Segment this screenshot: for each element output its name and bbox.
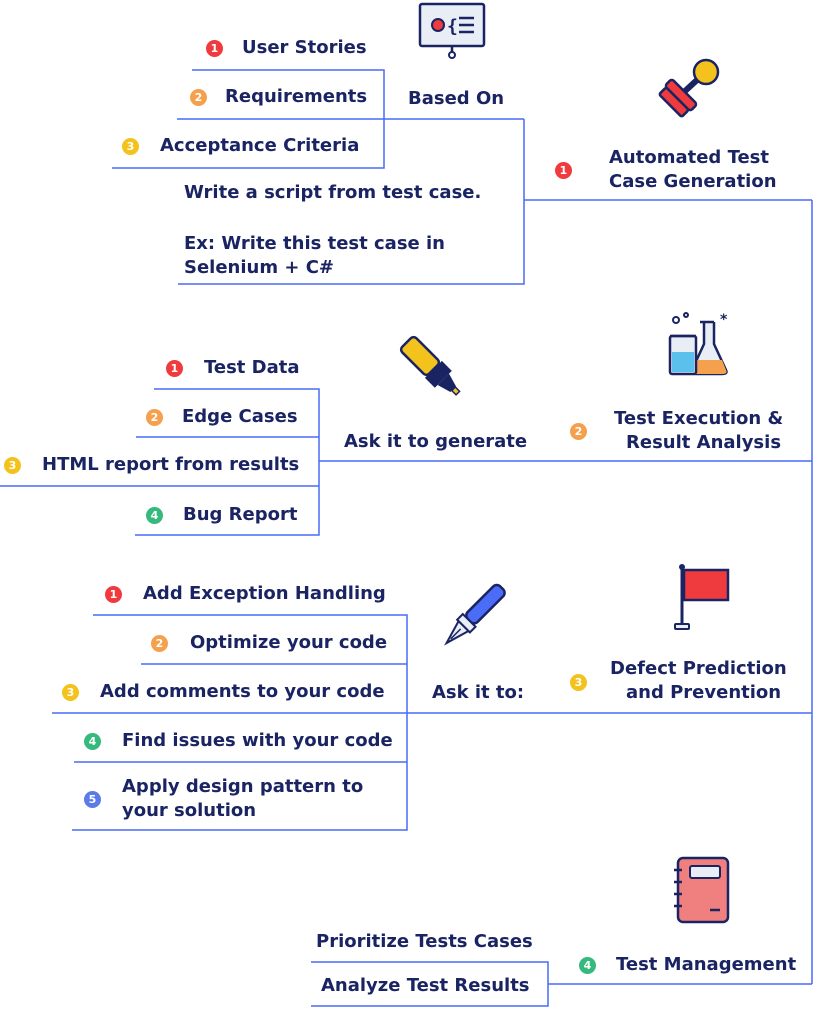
item-number-badge: 2 [151, 635, 168, 652]
note-line3: Selenium + C# [184, 257, 335, 278]
item-number-badge: 1 [166, 360, 183, 377]
item-prioritize-tests: Prioritize Tests Cases [316, 931, 533, 952]
section4-items-bracket [311, 961, 549, 1007]
section-number-badge: 2 [570, 423, 587, 440]
item-design-pattern-line2: your solution [122, 800, 257, 821]
section3-items-bracket [72, 614, 408, 831]
section-title-line2: and Prevention [626, 682, 782, 703]
item-edge-cases: Edge Cases [182, 406, 298, 427]
item-number-badge: 3 [122, 138, 139, 155]
item-design-pattern-line1: Apply design pattern to [122, 776, 364, 797]
item-number-badge: 3 [4, 457, 21, 474]
svg-text:*: * [720, 312, 728, 328]
note-line1: Write a script from test case. [184, 182, 482, 203]
item-requirements: Requirements [225, 86, 368, 107]
section-title-line1: Test Execution & [614, 408, 784, 429]
connector-label-ask-generate: Ask it to generate [344, 431, 528, 452]
item-html-report: HTML report from results [42, 454, 300, 475]
red-flag-icon [672, 562, 734, 636]
rubber-stamp-icon [652, 52, 726, 126]
section-title-line1: Defect Prediction [610, 658, 787, 679]
item-number-badge: 2 [190, 89, 207, 106]
section-number-badge: 1 [555, 162, 572, 179]
section-title: Test Management [616, 954, 797, 975]
lab-flask-icon: * [664, 310, 736, 382]
item-number-badge: 2 [146, 409, 163, 426]
section-number-badge: 3 [570, 674, 587, 691]
note-line2: Ex: Write this test case in [184, 233, 445, 254]
fountain-pen-icon [432, 582, 512, 660]
item-test-data: Test Data [204, 357, 300, 378]
item-optimize-code: Optimize your code [190, 632, 388, 653]
item-number-badge: 3 [62, 684, 79, 701]
item-number-badge: 4 [146, 507, 163, 524]
section2-items-bracket [135, 388, 320, 536]
svg-text:{: { [447, 16, 458, 37]
item-bug-report: Bug Report [183, 504, 298, 525]
section-title-line1: Automated Test [609, 147, 769, 168]
presentation-board-icon: { [416, 0, 488, 64]
item-add-comments: Add comments to your code [100, 681, 385, 702]
item-number-badge: 1 [105, 586, 122, 603]
item-find-issues: Find issues with your code [122, 730, 393, 751]
section-title-line2: Result Analysis [626, 432, 782, 453]
highlighter-marker-icon [394, 330, 470, 410]
item-acceptance-criteria: Acceptance Criteria [160, 135, 360, 156]
notebook-icon [672, 854, 734, 930]
item-number-badge: 4 [84, 733, 101, 750]
section-title-line2: Case Generation [609, 171, 777, 192]
section-number-badge: 4 [579, 957, 596, 974]
item-number-badge: 5 [84, 791, 101, 808]
connector-label-based-on: Based On [408, 88, 505, 109]
connector-label-ask-to: Ask it to: [432, 682, 525, 703]
item-user-stories: User Stories [242, 37, 367, 58]
item-exception-handling: Add Exception Handling [143, 583, 386, 604]
item-number-badge: 1 [206, 40, 223, 57]
section1-note-bracket [178, 119, 525, 285]
item-analyze-results: Analyze Test Results [321, 975, 530, 996]
